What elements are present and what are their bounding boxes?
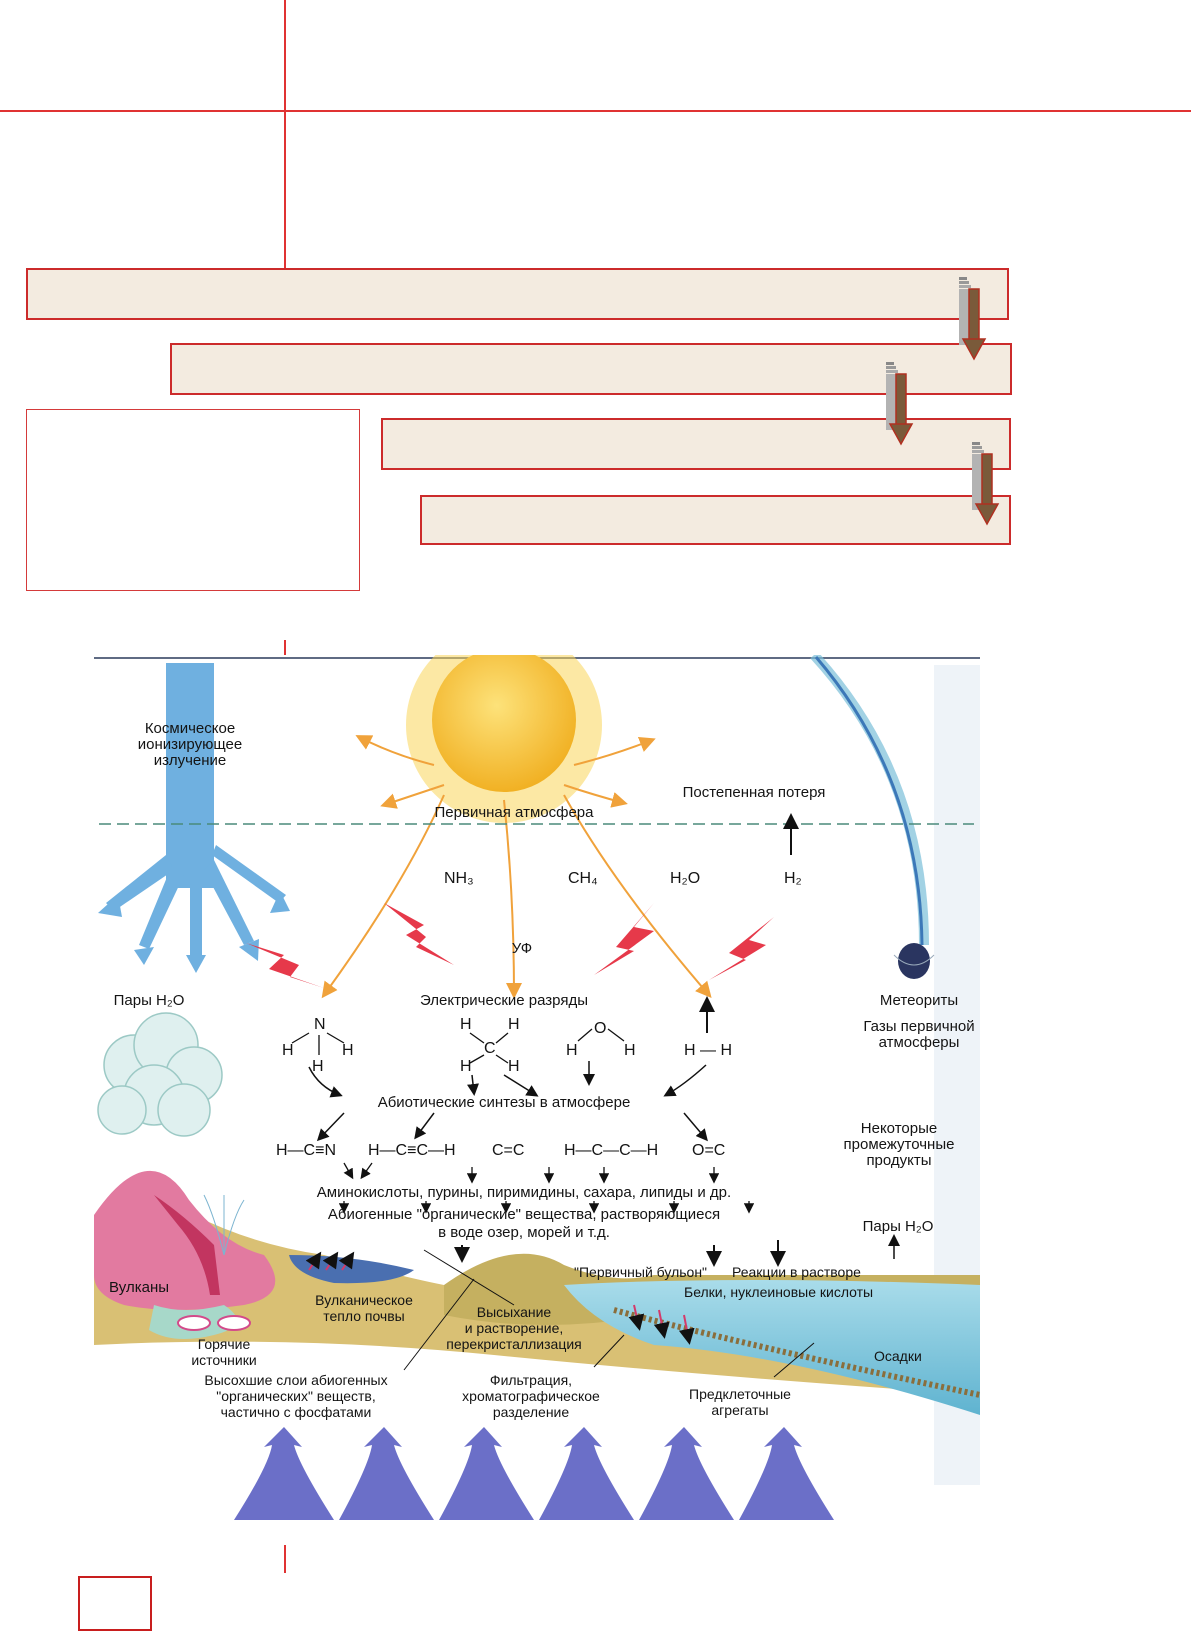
filtration-label-2: хроматографическое [462, 1388, 600, 1404]
svg-text:H: H [624, 1042, 636, 1059]
ethane: H—C—C—H [564, 1142, 658, 1159]
flow-box-4 [420, 495, 1011, 545]
down-arrow-icon [959, 277, 987, 361]
gas-water: H₂O [670, 870, 700, 887]
abiogenic-arrows [338, 1201, 755, 1214]
primary-broth-label: "Первичный бульон" [574, 1264, 707, 1280]
side-note-box [26, 409, 360, 591]
precellular-pointer [773, 1342, 815, 1378]
acetylene: H—C≡C—H [368, 1142, 456, 1159]
abiotic-synthesis-label: Абиотические синтезы в атмосфере [378, 1094, 631, 1111]
svg-text:C: C [484, 1040, 496, 1057]
primary-atmosphere-label: Первичная атмосфера [435, 804, 595, 821]
drying-pointer [423, 1249, 515, 1306]
hot-springs-label-1: Горячие [198, 1336, 251, 1352]
methane-molecule: H H C H H [460, 1016, 520, 1075]
hydrogen-cyanide: H—C≡N [276, 1142, 336, 1159]
down-arrow-icon [886, 362, 914, 446]
sediments-label: Осадки [874, 1348, 922, 1364]
svg-text:H: H [508, 1058, 520, 1075]
intermediates-label-2: промежуточные [844, 1136, 955, 1153]
meteorites-label: Метеориты [880, 992, 958, 1009]
gradual-loss-label: Постепенная потеря [683, 784, 826, 801]
synthesis-arrows [308, 1061, 707, 1098]
drying-label-1: Высыхание [477, 1304, 552, 1320]
top-horizontal-rule [0, 110, 1191, 112]
dried-layers-label-2: "органических" веществ, [216, 1388, 376, 1404]
filtration-pointer [593, 1334, 625, 1368]
dried-layers-label-1: Высохшие слои абиогенных [204, 1372, 387, 1388]
water-molecule: O H H [566, 1020, 636, 1059]
precellular-label-1: Предклеточные [689, 1386, 791, 1402]
ammonia-molecule: N H H H [282, 1016, 354, 1075]
filtration-label-1: Фильтрация, [490, 1372, 572, 1388]
intermediate-arrows [316, 1112, 708, 1142]
dried-layers-pointer [403, 1278, 475, 1371]
lightning-icon [246, 903, 774, 988]
page-number-box [78, 1576, 152, 1631]
drying-label-3: перекристаллизация [446, 1336, 582, 1352]
intermediates-label-1: Некоторые [861, 1120, 937, 1137]
volcanoes-label: Вулканы [109, 1279, 169, 1296]
dried-layers-label-3: частично с фосфатами [221, 1404, 372, 1420]
flow-box-2 [170, 343, 1012, 395]
origin-of-life-diagram: Космическое ионизирующее излучение Перви… [94, 655, 980, 1520]
uv-label: УФ [512, 940, 532, 957]
svg-text:H: H [460, 1058, 472, 1075]
sun-icon [321, 655, 712, 999]
down-arrow-icon [972, 442, 1000, 526]
svg-text:H: H [460, 1016, 472, 1033]
precellular-label-2: агрегаты [711, 1402, 768, 1418]
reactions-label: Реакции в растворе [732, 1264, 861, 1280]
cosmic-rays-label-1: Космическое [145, 720, 235, 737]
gas-ammonia: NH₃ [444, 870, 474, 887]
primary-gases-label-2: атмосферы [879, 1034, 960, 1051]
filtration-label-3: разделение [493, 1404, 570, 1420]
cosmic-rays-label-3: излучение [154, 752, 227, 769]
bottom-vertical-tick [284, 1545, 286, 1573]
primary-gases-label-1: Газы первичной [863, 1018, 974, 1035]
mid-vertical-tick [284, 640, 286, 662]
water-vapor-left-label: Пары H₂O [114, 992, 185, 1009]
svg-text:O: O [594, 1020, 606, 1037]
svg-text:H: H [508, 1016, 520, 1033]
drying-label-2: и растворение, [465, 1320, 564, 1336]
landscape [94, 1170, 980, 1415]
svg-text:H: H [342, 1042, 354, 1059]
hydrogen-molecule: H — H [684, 1042, 732, 1059]
electric-discharges-label: Электрические разряды [420, 992, 588, 1009]
formaldehyde: O=C [692, 1142, 725, 1159]
proteins-label: Белки, нуклеиновые кислоты [684, 1284, 873, 1300]
intermediates-label-3: продукты [866, 1152, 931, 1169]
abiogenic-label-2: в воде озер, морей и т.д. [438, 1224, 610, 1241]
steam-cloud-icon [97, 1012, 223, 1137]
svg-text:H: H [282, 1042, 294, 1059]
heat-arrows-icon [234, 1427, 834, 1520]
volcanic-heat-label-2: тепло почвы [323, 1308, 404, 1324]
broth-arrows [454, 1240, 786, 1267]
cosmic-ray-icon [98, 663, 290, 973]
hot-springs-label-2: источники [191, 1352, 256, 1368]
water-vapor-right-label: Пары H₂O [863, 1218, 934, 1235]
svg-text:N: N [314, 1016, 326, 1033]
top-vertical-rule [284, 0, 286, 268]
gas-methane: CH₄ [568, 870, 598, 887]
flow-box-1 [26, 268, 1009, 320]
abiogenic-label-1: Абиогенные "органические" вещества, раст… [328, 1206, 720, 1223]
volcanic-heat-label-1: Вулканическое [315, 1292, 413, 1308]
meteor-icon [810, 655, 935, 979]
product-arrows [343, 1162, 720, 1184]
svg-text:H: H [566, 1042, 578, 1059]
ethylene: C=C [492, 1142, 524, 1159]
svg-text:H: H [312, 1058, 324, 1075]
cosmic-rays-label-2: ионизирующее [138, 736, 242, 753]
gas-hydrogen: H₂ [784, 870, 802, 887]
products-label: Аминокислоты, пурины, пиримидины, сахара… [317, 1184, 731, 1201]
